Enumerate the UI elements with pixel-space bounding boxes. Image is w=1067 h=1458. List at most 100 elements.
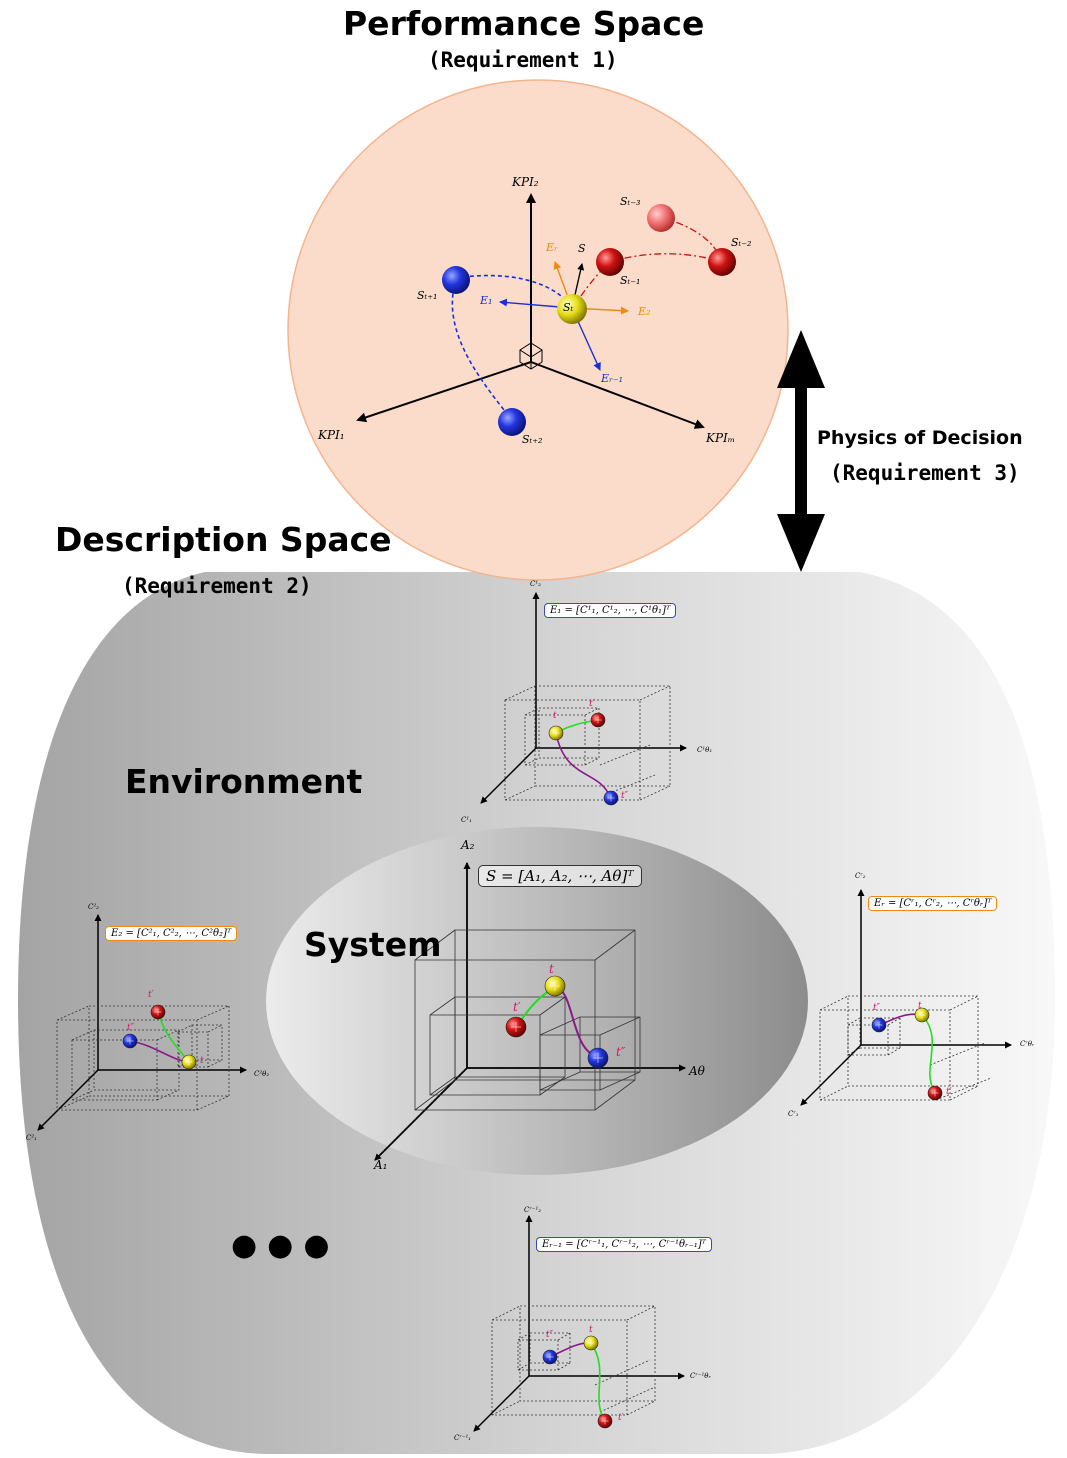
- envr1-green-path: [590, 1342, 606, 1421]
- env2-tpp-label: t″: [127, 1023, 134, 1033]
- envr1-axis-up-label: Cʳ⁻¹₂: [524, 1206, 542, 1214]
- envr-guides: [929, 1042, 992, 1101]
- envr1-equation: Eᵣ₋₁ = [Cʳ⁻¹₁, Cʳ⁻¹₂, ⋯, Cʳ⁻¹θᵣ₋₁]ᵀ: [536, 1237, 712, 1252]
- env1-axis-down-label: C¹₁: [461, 816, 472, 824]
- system-t-label: t: [549, 962, 554, 976]
- state-st-minus2-label: Sₜ₋₂: [731, 236, 752, 249]
- env2-red-ball-mark: [154, 1008, 162, 1016]
- envr-axis-right-label: Cʳθᵣ: [1020, 1040, 1035, 1048]
- state-st-minus3-ball: [647, 204, 675, 232]
- vector-er-label: Eᵣ: [546, 241, 558, 254]
- envr1-yellow-ball-mark: [587, 1339, 595, 1347]
- env1-red-ball-mark: [594, 716, 602, 724]
- envr1-red-ball-mark: [601, 1417, 609, 1425]
- env2-equation: E₂ = [C²₁, C²₂, ⋯, C²θ₂]ᵀ: [105, 926, 238, 941]
- envr-tpp-label: t″: [873, 1003, 880, 1013]
- envr1-blue-ball-mark: [546, 1353, 554, 1361]
- envr-blue-ball-mark: [875, 1021, 883, 1029]
- env2-plot: [37, 914, 247, 1131]
- envr1-box-large: [491, 1305, 656, 1416]
- kpi-axes: [356, 193, 705, 429]
- system-box-right: [539, 1016, 641, 1091]
- env1-box-small: [524, 707, 600, 766]
- state-st-plus2-ball: [498, 408, 526, 436]
- performance-space-requirement: (Requirement 1): [428, 48, 618, 72]
- performance-space-sphere: [287, 79, 789, 581]
- env2-axis-right-label: C²θ₂: [254, 1070, 270, 1078]
- envr-t-label: t: [918, 1001, 922, 1011]
- env2-t-label: t: [200, 1056, 204, 1066]
- system-axis-down: [374, 1067, 468, 1161]
- envr1-axis-right-label: Cʳ⁻¹θᵣ: [690, 1372, 711, 1380]
- state-st-plus2-label: Sₜ₊₂: [522, 433, 543, 446]
- envr1-axis-down-label: Cʳ⁻¹₁: [454, 1434, 472, 1442]
- env2-blue-ball-mark: [126, 1037, 134, 1045]
- env2-box-large: [56, 1005, 230, 1111]
- envr1-plot: [473, 1215, 685, 1432]
- physics-double-arrow: [777, 330, 825, 572]
- kpi2-axis-label: KPI₂: [512, 175, 539, 189]
- env1-tp-label: t′: [589, 699, 595, 709]
- envr-axis-down-label: Cʳ₁: [788, 1110, 799, 1118]
- system-label: System: [304, 925, 442, 964]
- env2-axis-down: [37, 1069, 99, 1131]
- env1-yellow-ball-mark: [552, 729, 560, 737]
- system-tpp-label: t″: [616, 1045, 626, 1059]
- envr-axis-up-label: Cʳ₂: [855, 872, 866, 880]
- vector-s-label: S: [578, 242, 586, 255]
- state-st-label: Sₜ: [563, 301, 574, 314]
- system-yellow-ball-mark: [550, 981, 560, 991]
- envr-tp-label: t′: [946, 1087, 952, 1097]
- physics-label: Physics of Decision: [817, 427, 1023, 449]
- env1-plot: [480, 592, 687, 806]
- state-st-minus2-ball: [708, 248, 736, 276]
- env2-yellow-ball-mark: [185, 1058, 193, 1066]
- env1-t-label: t: [553, 711, 557, 721]
- environment-label: Environment: [125, 762, 363, 801]
- description-space-title: Description Space: [55, 520, 392, 559]
- env2-axis-down-label: C²₁: [26, 1134, 37, 1142]
- origin-cube-icon: [519, 342, 543, 370]
- env2-box-small: [177, 1024, 223, 1068]
- envr-yellow-ball-mark: [918, 1011, 926, 1019]
- state-st-minus3-label: Sₜ₋₃: [620, 195, 641, 208]
- envr-box-small: [847, 1017, 901, 1056]
- system-equation: S = [A₁, A₂, ⋯, Aθ]ᵀ: [478, 865, 642, 887]
- physics-requirement: (Requirement 3): [830, 461, 1020, 485]
- env1-axis-up-label: C¹₂: [530, 580, 541, 588]
- kpim-axis-label: KPIₘ: [706, 431, 736, 445]
- env1-axis-right-label: C¹θ₁: [697, 746, 713, 754]
- vector-e2-label: E₂: [638, 305, 651, 318]
- performance-space-title: Performance Space: [343, 4, 705, 43]
- env1-box-large: [504, 685, 671, 801]
- system-axis-right-label: Aθ: [689, 1064, 705, 1078]
- envr1-t-label: t: [589, 1325, 593, 1335]
- env1-equation: E₁ = [C¹₁, C¹₂, ⋯, C¹θ₁]ᵀ: [544, 603, 677, 618]
- system-blue-ball-mark: [593, 1053, 603, 1063]
- envr-equation: Eᵣ = [Cʳ₁, Cʳ₂, ⋯, Cʳθᵣ]ᵀ: [868, 896, 998, 911]
- system-axis-down-label: A₁: [374, 1158, 388, 1172]
- envr-red-ball-mark: [931, 1089, 939, 1097]
- state-st-minus1-label: Sₜ₋₁: [620, 274, 641, 287]
- ellipsis-label: ● ● ●: [231, 1228, 332, 1263]
- env1-blue-ball-mark: [607, 794, 615, 802]
- envr1-tp-label: t′: [618, 1413, 624, 1423]
- env2-tp-label: t′: [148, 990, 154, 1000]
- state-st-plus1-ball: [442, 266, 470, 294]
- system-tp-label: t′: [513, 1000, 521, 1014]
- system-red-ball-mark: [511, 1022, 521, 1032]
- envr-box-large: [819, 995, 979, 1101]
- env2-axis-up-label: C²₂: [88, 903, 99, 911]
- system-box-mid: [429, 996, 566, 1096]
- envr1-box-small: [517, 1332, 571, 1371]
- envr-plot: [800, 889, 1012, 1106]
- description-space-requirement: (Requirement 2): [122, 574, 312, 598]
- state-st-plus1-label: Sₜ₊₁: [417, 289, 438, 302]
- env1-axis-down: [480, 747, 537, 804]
- envr-axis-down: [800, 1044, 862, 1106]
- env1-purple-path: [555, 732, 611, 798]
- system-plot: [374, 862, 686, 1161]
- kpi1-axis-label: KPI₁: [318, 428, 345, 442]
